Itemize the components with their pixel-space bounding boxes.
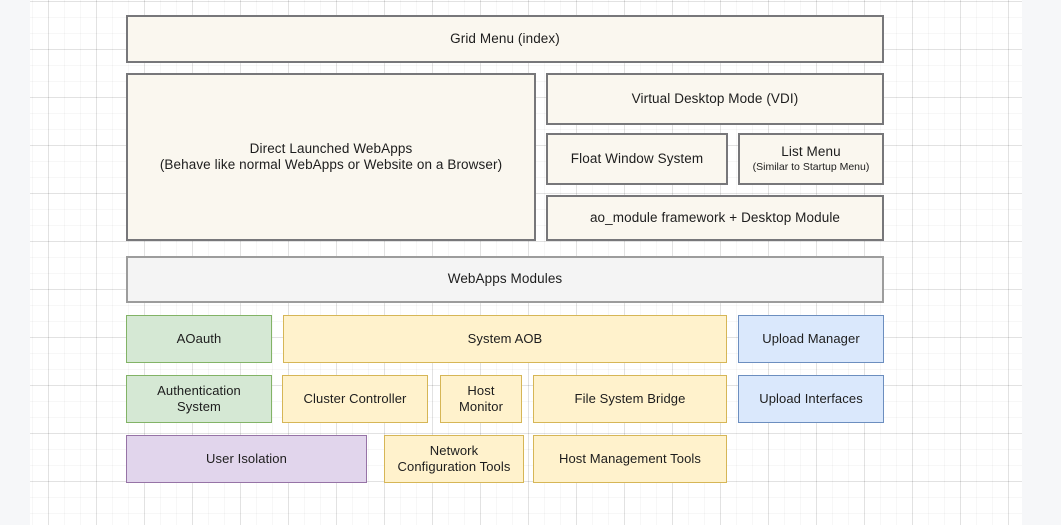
node-network-configuration-tools-label: Network Configuration Tools bbox=[398, 443, 511, 475]
node-file-system-bridge[interactable]: File System Bridge bbox=[533, 375, 727, 423]
node-ao-module-framework[interactable]: ao_module framework + Desktop Module bbox=[546, 195, 884, 241]
node-file-system-bridge-label: File System Bridge bbox=[575, 391, 686, 407]
node-host-monitor-label: Host Monitor bbox=[459, 383, 503, 415]
node-list-menu[interactable]: List Menu (Similar to Startup Menu) bbox=[738, 133, 884, 185]
node-virtual-desktop-mode-label: Virtual Desktop Mode (VDI) bbox=[632, 91, 799, 107]
node-list-menu-sublabel: (Similar to Startup Menu) bbox=[753, 161, 870, 174]
node-float-window-system-label: Float Window System bbox=[571, 151, 703, 167]
node-aoauth[interactable]: AOauth bbox=[126, 315, 272, 363]
node-system-aob[interactable]: System AOB bbox=[283, 315, 727, 363]
node-direct-launched-webapps-label: Direct Launched WebApps (Behave like nor… bbox=[160, 141, 502, 174]
node-aoauth-label: AOauth bbox=[177, 331, 222, 347]
node-authentication-system[interactable]: Authentication System bbox=[126, 375, 272, 423]
node-float-window-system[interactable]: Float Window System bbox=[546, 133, 728, 185]
node-cluster-controller[interactable]: Cluster Controller bbox=[282, 375, 428, 423]
node-user-isolation-label: User Isolation bbox=[206, 451, 287, 467]
node-ao-module-framework-label: ao_module framework + Desktop Module bbox=[590, 210, 840, 226]
node-webapps-modules[interactable]: WebApps Modules bbox=[126, 256, 884, 303]
node-upload-interfaces[interactable]: Upload Interfaces bbox=[738, 375, 884, 423]
node-grid-menu[interactable]: Grid Menu (index) bbox=[126, 15, 884, 63]
node-network-configuration-tools[interactable]: Network Configuration Tools bbox=[384, 435, 524, 483]
node-upload-interfaces-label: Upload Interfaces bbox=[759, 391, 863, 407]
node-grid-menu-label: Grid Menu (index) bbox=[450, 31, 560, 47]
node-upload-manager[interactable]: Upload Manager bbox=[738, 315, 884, 363]
node-host-management-tools[interactable]: Host Management Tools bbox=[533, 435, 727, 483]
node-upload-manager-label: Upload Manager bbox=[762, 331, 860, 347]
node-virtual-desktop-mode[interactable]: Virtual Desktop Mode (VDI) bbox=[546, 73, 884, 125]
node-host-monitor[interactable]: Host Monitor bbox=[440, 375, 522, 423]
node-webapps-modules-label: WebApps Modules bbox=[448, 271, 563, 287]
node-authentication-system-label: Authentication System bbox=[157, 383, 241, 415]
node-cluster-controller-label: Cluster Controller bbox=[304, 391, 407, 407]
node-list-menu-label: List Menu bbox=[781, 144, 840, 160]
node-direct-launched-webapps[interactable]: Direct Launched WebApps (Behave like nor… bbox=[126, 73, 536, 241]
node-host-management-tools-label: Host Management Tools bbox=[559, 451, 701, 467]
node-system-aob-label: System AOB bbox=[468, 331, 543, 347]
node-user-isolation[interactable]: User Isolation bbox=[126, 435, 367, 483]
